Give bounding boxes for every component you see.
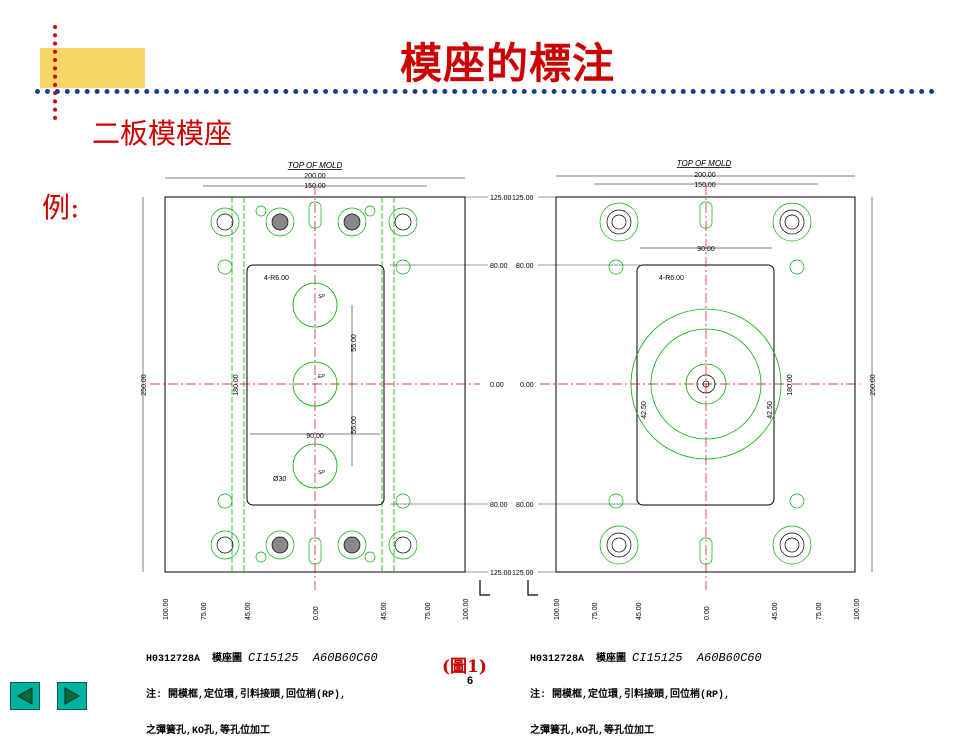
- right-x-label-6: 75.00: [816, 602, 823, 620]
- right-model-code: CI15125 A60B60C60: [632, 651, 762, 665]
- left-y-label-1: 125.00: [490, 195, 512, 202]
- right-y-label-3: 0.00: [520, 382, 534, 389]
- left-hole-tag-1: SP: [318, 294, 325, 300]
- left-x-label-4: 0.00: [313, 606, 320, 620]
- left-view-title: TOP OF MOLD: [288, 161, 343, 170]
- triangle-right-icon: [64, 687, 81, 705]
- header-red-dotted-line: [53, 25, 57, 120]
- mold-base-drawings: TOP OF MOLD 200.00 150.00 250.00 180.00 …: [141, 159, 877, 620]
- left-drawing-notes: H0312728A 模座圖 CI15125 A60B60C60 注: 開模框,定…: [146, 628, 378, 750]
- figure-caption: (圖1): [442, 657, 487, 677]
- slide-title: 模座的標注: [400, 39, 616, 88]
- right-corner-radius: 4-R6.00: [659, 275, 684, 282]
- left-x-label-5: 45.00: [381, 602, 388, 620]
- left-y-label-4: 80.00: [490, 502, 508, 509]
- slide-subtitle: 二板模模座: [92, 117, 233, 150]
- left-mold-drawing: TOP OF MOLD 200.00 150.00 250.00 180.00 …: [141, 161, 512, 620]
- triangle-left-icon: [16, 687, 33, 705]
- left-model-code: CI15125 A60B60C60: [248, 651, 378, 665]
- page-number: 6: [467, 675, 474, 687]
- right-x-labels: 100.00 75.00 45.00 0.00 45.00 75.00 100.…: [554, 598, 861, 620]
- right-drawing-label: 模座圖: [596, 654, 627, 665]
- right-x-label-7: 100.00: [854, 598, 861, 620]
- left-dim-inner: 180.00: [233, 374, 240, 396]
- left-y-label-5: 125.00: [490, 570, 512, 577]
- left-x-label-7: 100.00: [463, 598, 470, 620]
- right-drawing-notes: H0312728A 模座圖 CI15125 A60B60C60 注: 開模框,定…: [530, 628, 762, 750]
- left-hole-tag-2: EP: [318, 374, 325, 380]
- right-x-label-3: 45.00: [636, 602, 643, 620]
- right-y-label-1: 125.00: [512, 195, 534, 202]
- right-x-label-5: 45.00: [772, 602, 779, 620]
- right-x-label-1: 100.00: [554, 598, 561, 620]
- left-part-number: H0312728A: [146, 654, 201, 665]
- right-part-number: H0312728A: [530, 654, 585, 665]
- right-y-label-5: 125.00: [512, 570, 534, 577]
- left-dim-spacing-2: 55.00: [351, 416, 358, 434]
- right-x-label-4: 0.00: [704, 606, 711, 620]
- right-dim-radius-left: 42.50: [641, 401, 648, 419]
- left-hole-dia: Ø30: [273, 476, 286, 483]
- left-y-label-3: 0.00: [490, 382, 504, 389]
- right-y-label-4: 80.00: [516, 502, 534, 509]
- right-note-line-2: 之彈簧孔,KO孔,等孔位加工: [530, 726, 655, 737]
- left-note-line-2: 之彈簧孔,KO孔,等孔位加工: [146, 726, 271, 737]
- left-note-line-1: 注: 開模框,定位環,引料接頭,回位梢(RP),: [146, 690, 347, 701]
- right-dim-pocket-width: 90.00: [697, 246, 715, 253]
- prev-slide-button[interactable]: [10, 682, 40, 710]
- right-plate-outline: [555, 196, 856, 573]
- left-pocket: [246, 264, 385, 506]
- header-blue-dotted-line: [35, 89, 935, 94]
- left-x-label-6: 75.00: [425, 602, 432, 620]
- right-note-line-1: 注: 開模框,定位環,引料接頭,回位梢(RP),: [530, 690, 731, 701]
- left-dim-side: 250.00: [141, 374, 148, 396]
- left-dim-pocket-width: 90.00: [306, 433, 324, 440]
- left-corner-radius: 4-R6.00: [264, 275, 289, 282]
- next-slide-button[interactable]: [57, 682, 87, 710]
- left-dim-top-1: 200.00: [304, 173, 326, 180]
- right-dim-side: 250.00: [870, 374, 877, 396]
- left-x-label-1: 100.00: [163, 598, 170, 620]
- left-hole-tag-3: SP: [318, 470, 325, 476]
- right-y-labels: 125.00 80.00 0.00 80.00 125.00: [512, 195, 534, 577]
- header-accent-block: [40, 48, 145, 88]
- left-x-label-2: 75.00: [201, 602, 208, 620]
- right-view-title: TOP OF MOLD: [677, 159, 732, 168]
- left-dim-spacing-1: 55.00: [351, 334, 358, 352]
- right-y-label-2: 80.00: [516, 263, 534, 270]
- right-x-label-2: 75.00: [592, 602, 599, 620]
- left-y-label-2: 80.00: [490, 263, 508, 270]
- right-dim-radius-right: 42.50: [767, 401, 774, 419]
- left-x-labels: 100.00 75.00 45.00 0.00 45.00 75.00 100.…: [163, 598, 470, 620]
- right-dim-top-1: 200.00: [694, 172, 716, 179]
- example-label: 例:: [42, 191, 80, 224]
- right-dim-inner: 180.00: [787, 374, 794, 396]
- right-pocket: [636, 264, 775, 506]
- left-drawing-label: 模座圖: [212, 654, 243, 665]
- right-dim-top-2: 150.00: [694, 182, 716, 189]
- left-x-label-3: 45.00: [245, 602, 252, 620]
- left-y-labels: 125.00 80.00 0.00 80.00 125.00: [490, 195, 512, 577]
- right-mold-drawing: TOP OF MOLD 200.00 150.00 250.00 180.00 …: [512, 159, 877, 620]
